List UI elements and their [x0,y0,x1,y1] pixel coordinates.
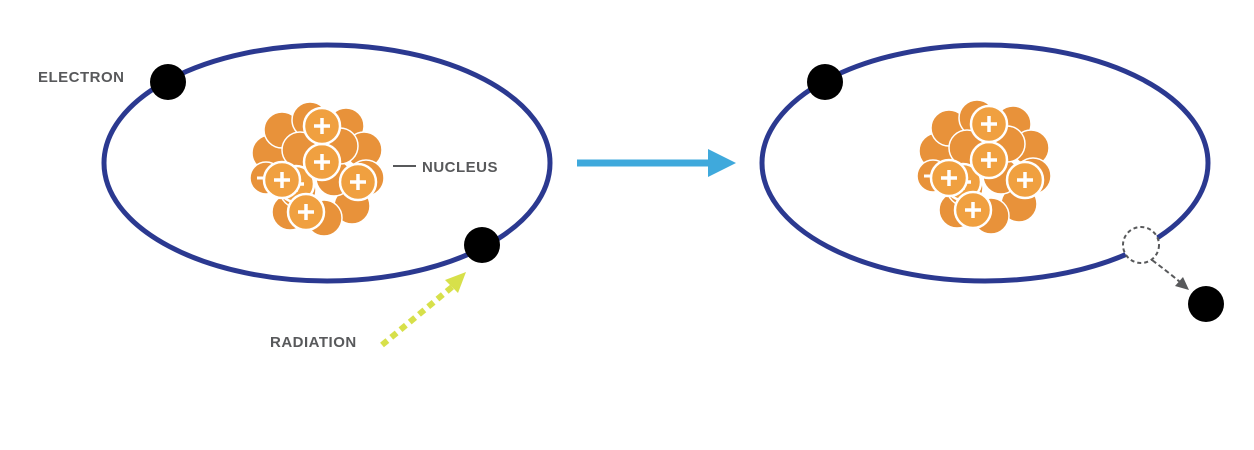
ejected-electron [1188,286,1224,322]
plus-icon [350,174,366,190]
plus-icon [941,170,957,186]
plus-icon [965,202,981,218]
nucleus [916,99,1052,235]
electron-vacancy-icon [1122,226,1160,264]
electron-orbit [759,42,1211,284]
proton [953,190,993,230]
ejection-arrow [1151,259,1189,290]
proton [286,192,326,232]
electron-label: ELECTRON [38,69,125,86]
proton [969,140,1009,180]
proton [262,160,302,200]
electron [150,64,186,100]
atom-after [759,42,1224,322]
proton [338,162,378,202]
plus-icon [981,116,997,132]
electron-target [464,227,500,263]
proton [302,106,342,146]
plus-icon [274,172,290,188]
nucleus [249,101,385,237]
proton [302,142,342,182]
electron [807,64,843,100]
proton [1005,160,1045,200]
nucleus-label: NUCLEUS [422,159,498,176]
plus-icon [1017,172,1033,188]
plus-icon [314,118,330,134]
proton [969,104,1009,144]
transition-arrow [577,149,736,177]
electron-orbit [101,42,553,284]
radiation-label: RADIATION [270,334,357,351]
plus-icon [314,154,330,170]
proton [929,158,969,198]
radiation-arrow [380,272,466,348]
plus-icon [298,204,314,220]
atom-before: ELECTRON NUCLEUS RADIATION [38,42,553,351]
plus-icon [981,152,997,168]
